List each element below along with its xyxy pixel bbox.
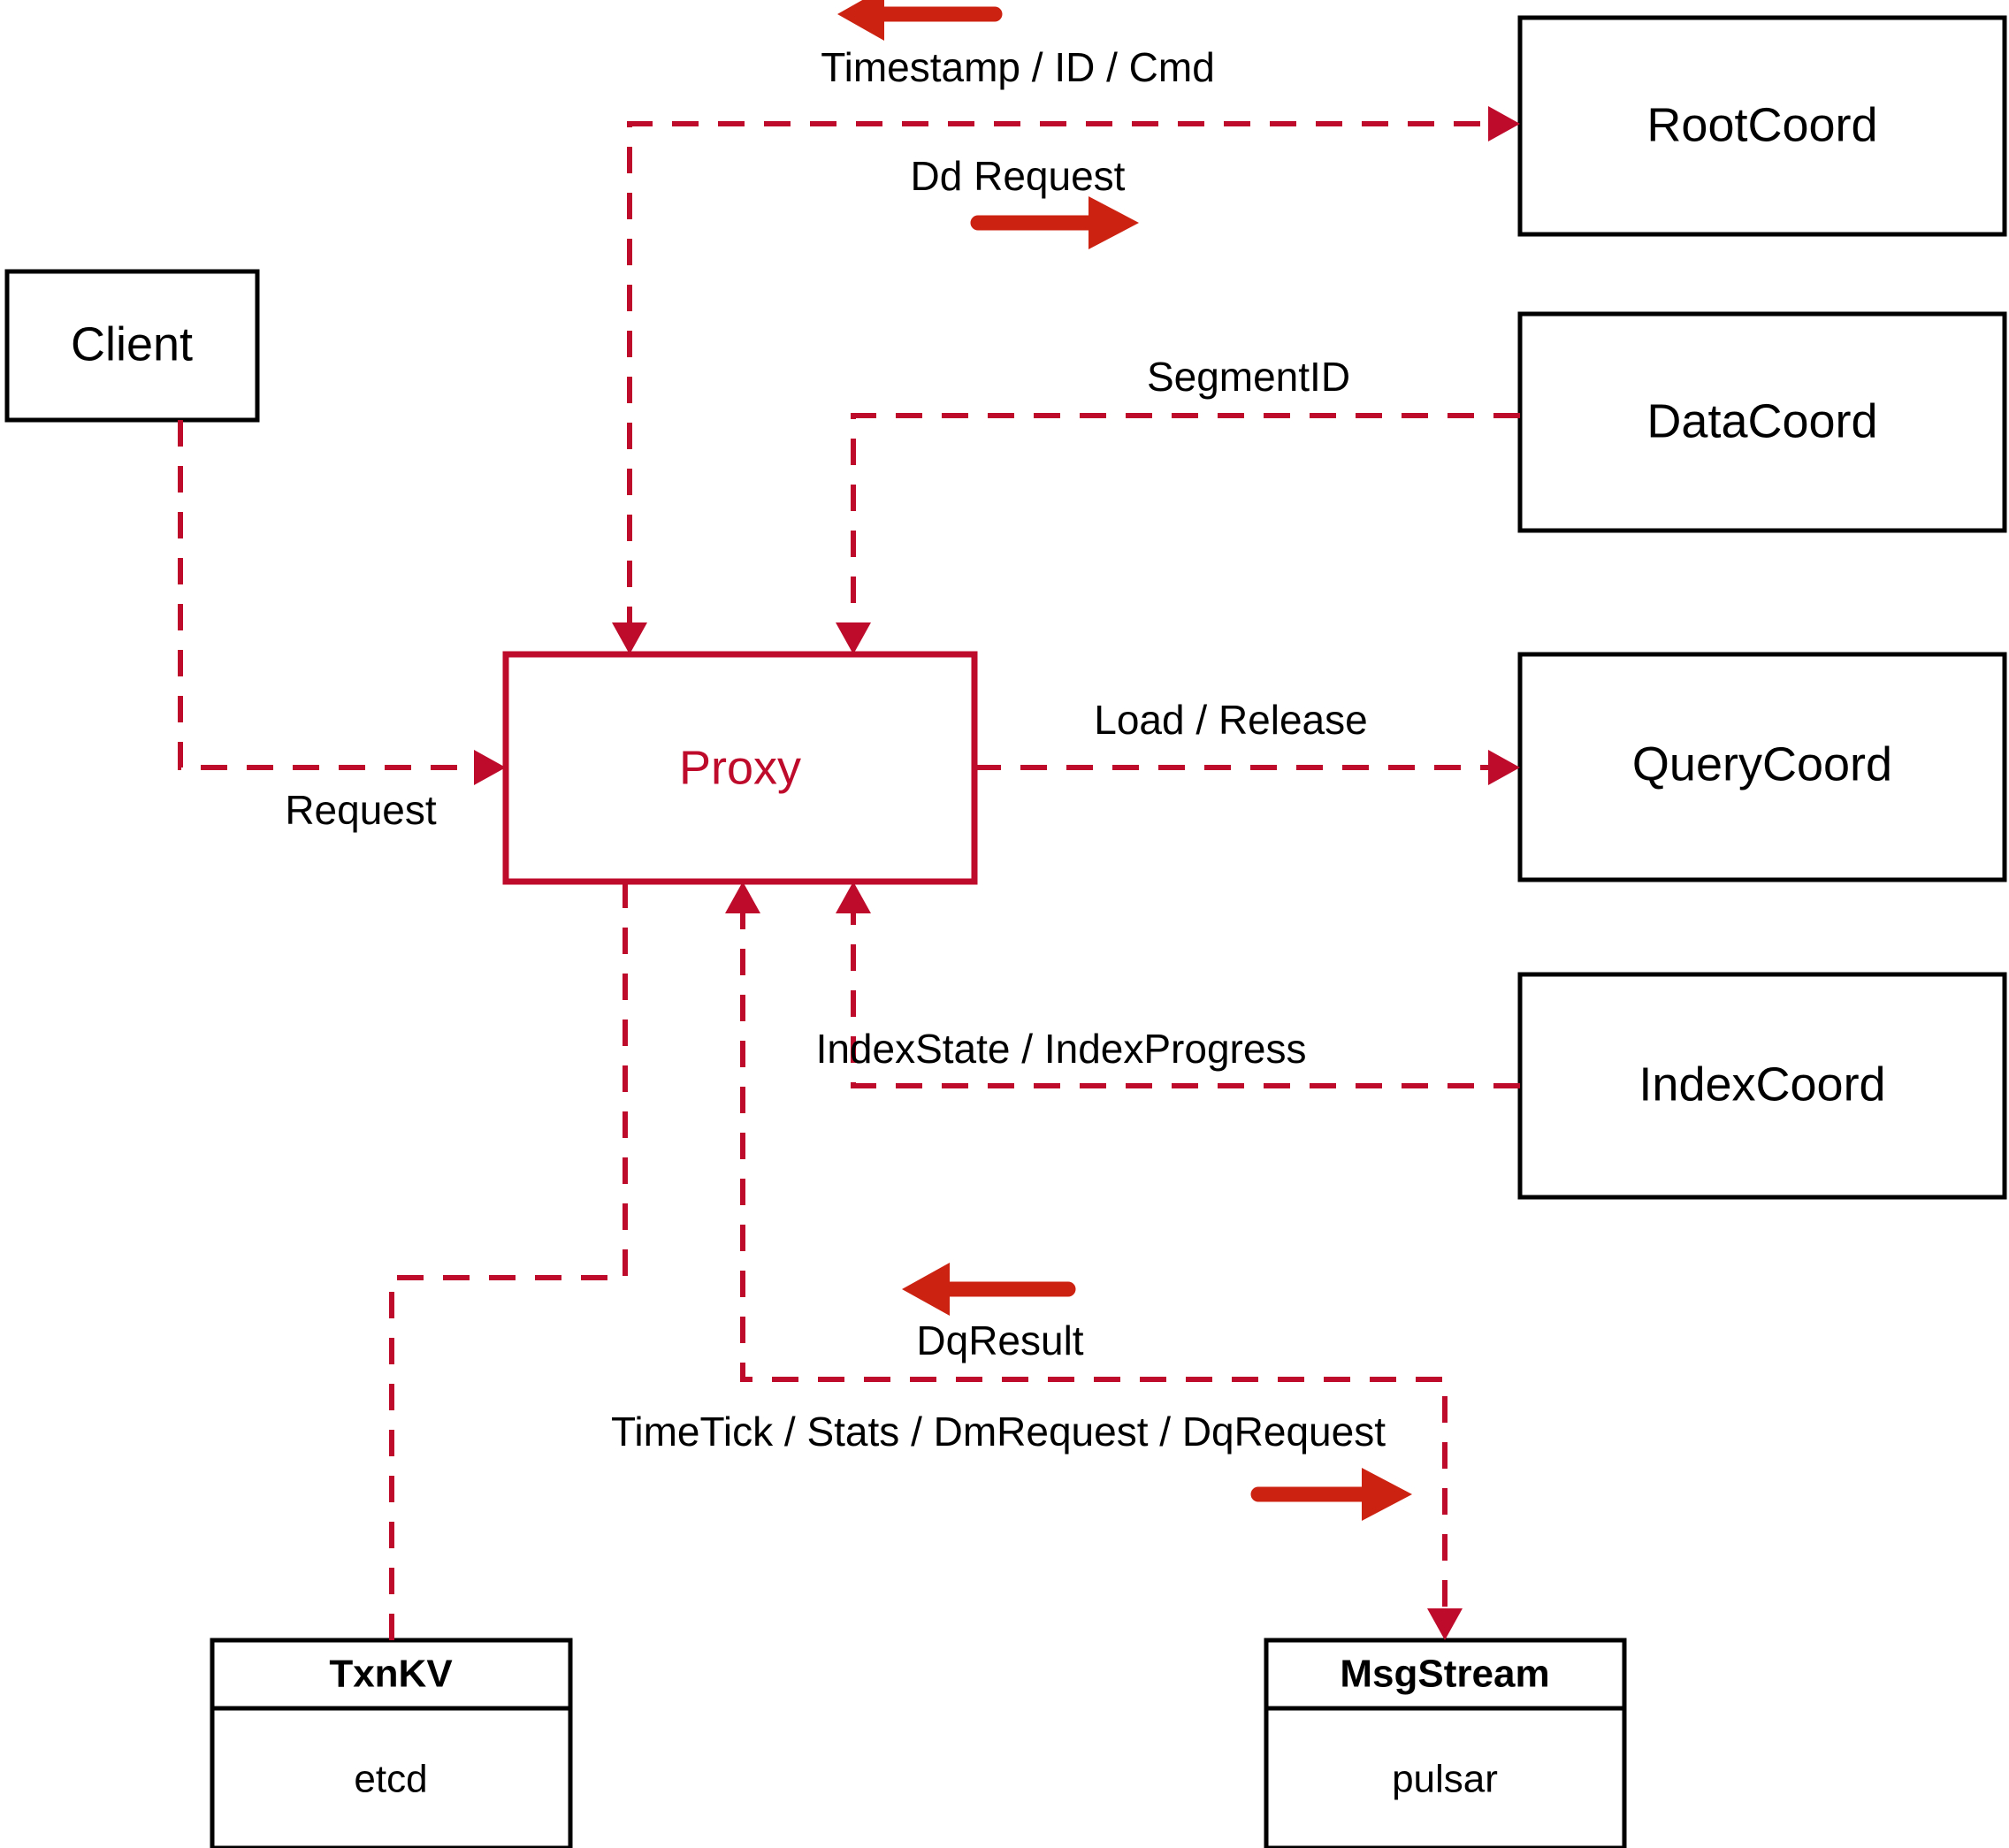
direction-arrow-dd-request — [970, 196, 1139, 249]
msgstream-box — [1264, 1638, 1627, 1848]
rootcoord-arrowhead — [1488, 106, 1520, 141]
data-coord-label: DataCoord — [1646, 394, 1877, 447]
direction-arrow-timetick — [1250, 1468, 1412, 1521]
node-txnkv[interactable]: TxnKV etcd — [210, 1638, 573, 1848]
node-msgstream[interactable]: MsgStream pulsar — [1264, 1638, 1627, 1848]
node-query-coord[interactable]: QueryCoord — [1517, 652, 2007, 882]
txnkv-box — [210, 1638, 573, 1848]
edge-label-load-release: Load / Release — [1094, 697, 1367, 743]
edge-proxy-to-txnkv — [389, 882, 628, 1640]
timestamp-arrow-head — [837, 0, 884, 41]
node-data-coord[interactable]: DataCoord — [1517, 311, 2007, 533]
index-coord-label: IndexCoord — [1639, 1058, 1885, 1111]
root-coord-label: RootCoord — [1646, 98, 1877, 151]
edge-label-timestamp: Timestamp / ID / Cmd — [821, 44, 1215, 90]
proxy-box — [502, 651, 978, 885]
dqresult-arrow-head — [902, 1263, 950, 1316]
rootcoord-path — [627, 121, 1499, 633]
proxy-label: Proxy — [679, 741, 801, 794]
edge-indexcoord-to-proxy — [836, 882, 1520, 1088]
edge-label-segment-id: SegmentID — [1147, 354, 1350, 400]
edge-proxy-msgstream — [725, 882, 1463, 1640]
edge-proxy-rootcoord — [612, 106, 1520, 654]
direction-arrow-timestamp — [837, 0, 1003, 41]
node-root-coord[interactable]: RootCoord — [1517, 15, 2007, 237]
edge-label-index-state: IndexState / IndexProgress — [816, 1026, 1307, 1072]
txnkv-body-label: etcd — [354, 1758, 427, 1801]
msgstream-arrowhead — [1427, 1608, 1463, 1640]
timetick-arrow-head — [1362, 1468, 1412, 1521]
edge-label-dd-request: Dd Request — [911, 153, 1126, 199]
datacoord-path — [851, 413, 1520, 633]
msgstream-body-label: pulsar — [1392, 1758, 1498, 1801]
indexcoord-arrowhead — [836, 882, 871, 913]
index-coord-box — [1517, 972, 2007, 1200]
node-proxy[interactable]: Proxy — [502, 651, 978, 885]
client-box — [4, 269, 260, 423]
rootcoord-proxy-arrowhead — [612, 622, 647, 654]
datacoord-arrowhead — [836, 622, 871, 654]
querycoord-arrowhead — [1488, 750, 1520, 785]
root-coord-box — [1517, 15, 2007, 237]
msgstream-header-label: MsgStream — [1340, 1653, 1549, 1696]
edge-label-request: Request — [285, 787, 437, 833]
query-coord-label: QueryCoord — [1632, 737, 1892, 790]
indexcoord-path — [851, 903, 1520, 1088]
edge-client-to-proxy — [178, 420, 506, 785]
edge-datacoord-to-proxy — [836, 413, 1520, 654]
txnkv-header-label: TxnKV — [329, 1653, 453, 1696]
node-index-coord[interactable]: IndexCoord — [1517, 972, 2007, 1200]
data-coord-box — [1517, 311, 2007, 533]
edge-label-timetick: TimeTick / Stats / DmRequest / DqRequest — [611, 1409, 1386, 1455]
msgstream-path — [740, 903, 1448, 1619]
node-client[interactable]: Client — [4, 269, 260, 423]
direction-arrow-dqresult — [902, 1263, 1076, 1316]
edge-proxy-to-querycoord — [974, 750, 1520, 785]
client-proxy-path — [178, 420, 485, 770]
client-proxy-arrowhead — [474, 750, 506, 785]
msgstream-proxy-arrowhead — [725, 882, 760, 913]
client-label: Client — [71, 317, 193, 370]
query-coord-box — [1517, 652, 2007, 882]
edge-label-dqresult: DqResult — [916, 1317, 1083, 1363]
txnkv-path — [389, 882, 628, 1640]
dd-request-arrow-head — [1089, 196, 1139, 249]
